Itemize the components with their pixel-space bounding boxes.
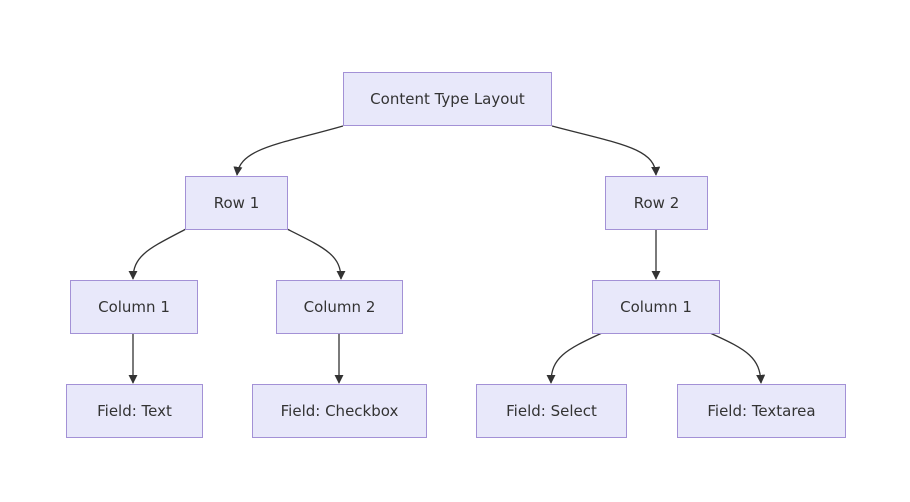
node-field-text: Field: Text (66, 384, 203, 438)
node-label: Column 1 (620, 298, 692, 316)
node-label: Field: Select (506, 402, 597, 420)
node-field-select: Field: Select (476, 384, 627, 438)
edge-row1-to-column1 (128, 228, 187, 280)
node-label: Field: Checkbox (280, 402, 399, 420)
node-field-textarea: Field: Textarea (677, 384, 846, 438)
edge-row2-column1-to-field-select (546, 332, 603, 384)
edge-root-to-row1 (233, 125, 344, 176)
node-label: Field: Text (97, 402, 172, 420)
node-label: Field: Textarea (707, 402, 816, 420)
node-label: Row 1 (213, 194, 260, 212)
edge-root-to-row2 (551, 125, 661, 176)
node-row-1: Row 1 (185, 176, 288, 230)
edge-row2-column1-to-field-textarea (709, 332, 766, 384)
node-label: Column 1 (98, 298, 170, 316)
edge-row1-to-column2 (286, 228, 346, 280)
node-row1-column-1: Column 1 (70, 280, 198, 334)
node-label: Row 2 (633, 194, 680, 212)
node-label: Column 2 (303, 298, 376, 316)
node-row1-column-2: Column 2 (276, 280, 403, 334)
node-row-2: Row 2 (605, 176, 708, 230)
node-row2-column-1: Column 1 (592, 280, 720, 334)
node-label: Content Type Layout (370, 90, 525, 108)
node-content-type-layout: Content Type Layout (343, 72, 552, 126)
node-field-checkbox: Field: Checkbox (252, 384, 427, 438)
